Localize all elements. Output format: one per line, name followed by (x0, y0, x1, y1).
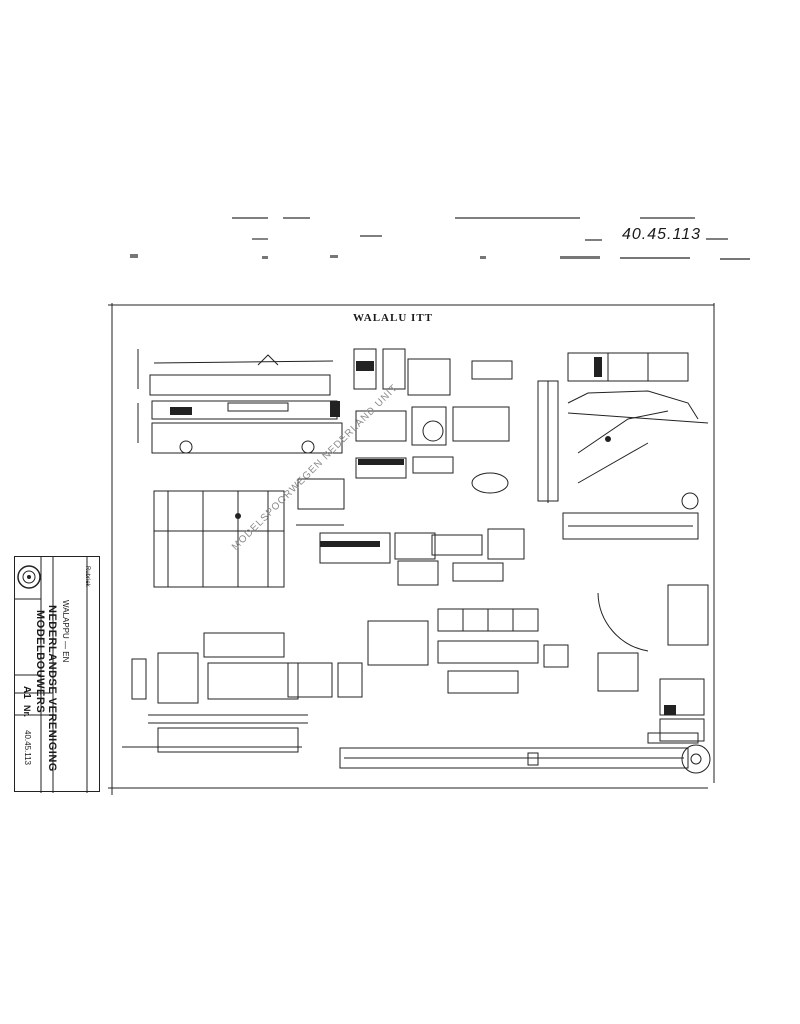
drawing-subject: WALAPPU — EN (61, 600, 70, 663)
reference-number: 40.45.113 (622, 226, 701, 243)
logo-mark (17, 565, 41, 589)
title-block-grid (15, 557, 88, 793)
organization-line-1: NEDERLANDSE VERENIGING (46, 605, 58, 772)
title-block (14, 556, 100, 793)
association-logo (17, 560, 41, 594)
number-label: Nr. (22, 705, 32, 718)
organization-line-2: MODELBOUWERS (34, 610, 46, 714)
drawing-sheet (108, 303, 720, 798)
drawing-title: WALALU ITT (353, 312, 433, 324)
technical-drawing (108, 303, 715, 795)
scan-header-margin (0, 200, 800, 270)
rubric-label: Rubriek (84, 566, 90, 587)
header-strokes (130, 217, 750, 260)
drawing-number: 40.45.113 (23, 730, 32, 765)
sheet-format: A1 (21, 686, 32, 699)
